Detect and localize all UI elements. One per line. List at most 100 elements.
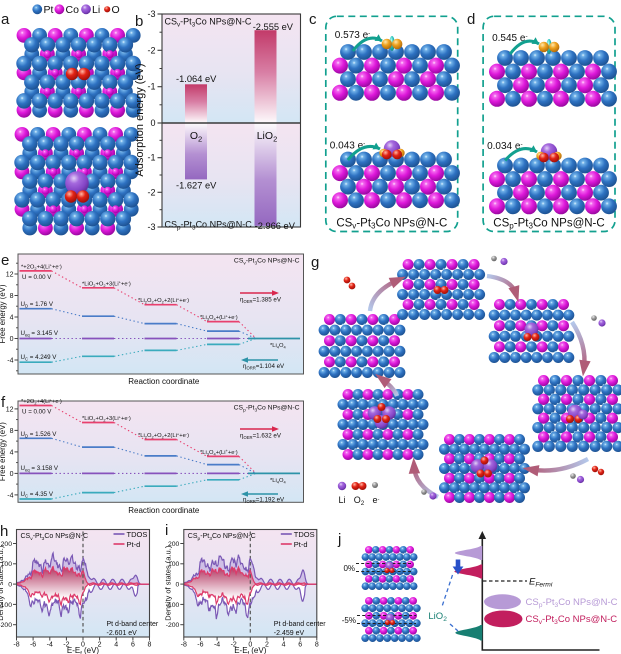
svg-text:4: 4 <box>282 641 286 648</box>
svg-text:12: 12 <box>6 406 14 413</box>
svg-text:Free energy (eV): Free energy (eV) <box>0 422 7 481</box>
svg-text:U = 0.00 V: U = 0.00 V <box>22 274 52 281</box>
svg-text:CSv​-Pt3Co NPs@N-C: CSv​-Pt3Co NPs@N-C <box>234 258 300 267</box>
svg-text:Co: Co <box>66 4 80 16</box>
svg-text:f: f <box>1 394 6 411</box>
svg-text:8: 8 <box>10 293 14 300</box>
svg-text:-100: -100 <box>0 602 12 609</box>
svg-text:0: 0 <box>150 118 155 128</box>
svg-text:0: 0 <box>8 582 12 589</box>
svg-text:-100: -100 <box>166 602 180 609</box>
svg-text:Ueq​ = 3.158 V: Ueq​ = 3.158 V <box>21 465 59 473</box>
svg-text:-8: -8 <box>181 641 187 648</box>
svg-text:CSp​-Pt3Co NPs@N-C: CSp​-Pt3Co NPs@N-C <box>234 405 300 414</box>
svg-text:Li: Li <box>338 495 345 505</box>
svg-text:Reaction coordinate: Reaction coordinate <box>128 506 200 515</box>
svg-text:*Li4​O4​: *Li4​O4​ <box>270 478 287 485</box>
svg-text:-4: -4 <box>214 641 220 648</box>
svg-text:h: h <box>0 523 8 540</box>
svg-text:Li: Li <box>92 4 100 16</box>
svg-text:Pt: Pt <box>44 4 54 16</box>
svg-text:ηOER​=1.385 eV: ηOER​=1.385 eV <box>240 297 282 305</box>
svg-text:-2: -2 <box>147 187 155 197</box>
svg-text:ηOER​=1.632 eV: ηOER​=1.632 eV <box>240 433 282 441</box>
svg-text:UC​ = 4.35 V: UC​ = 4.35 V <box>21 491 54 499</box>
svg-text:0: 0 <box>10 336 14 343</box>
svg-text:8: 8 <box>10 428 14 435</box>
svg-text:CSp​-Pt3Co NPs@N-C: CSp​-Pt3Co NPs@N-C <box>493 218 604 231</box>
svg-text:UD​ = 1.526 V: UD​ = 1.526 V <box>21 431 58 439</box>
svg-text:-2.459 eV: -2.459 eV <box>274 630 305 637</box>
svg-text:Ueq​ = 3.145 V: Ueq​ = 3.145 V <box>21 330 59 338</box>
svg-text:Adsorption energy (eV): Adsorption energy (eV) <box>134 63 146 176</box>
svg-text:LiO2: LiO2 <box>428 611 447 623</box>
svg-text:c: c <box>309 11 317 28</box>
svg-text:*LiO2​+O2​+3(Li+​+e-​): *LiO2​+O2​+3(Li+​+e-​) <box>82 414 131 422</box>
svg-text:E-Ef​ (eV): E-Ef​ (eV) <box>67 646 100 654</box>
svg-text:Density of states (a.u.): Density of states (a.u.) <box>0 545 5 621</box>
svg-text:0%: 0% <box>343 564 355 573</box>
svg-text:*Li3​O4​+(Li+​+e-​): *Li3​O4​+(Li+​+e-​) <box>200 448 238 456</box>
svg-text:2: 2 <box>98 641 102 648</box>
svg-text:*Li4​O4​: *Li4​O4​ <box>270 343 287 350</box>
svg-text:e: e <box>1 252 9 269</box>
svg-text:200: 200 <box>168 541 180 548</box>
svg-text:TDOS: TDOS <box>127 530 148 539</box>
svg-text:*Li3​O4​+(Li+​+e-​): *Li3​O4​+(Li+​+e-​) <box>200 313 238 321</box>
svg-text:E-Ef​ (eV): E-Ef​ (eV) <box>234 646 267 654</box>
svg-text:0: 0 <box>176 582 180 589</box>
svg-text:0.545 e-: 0.545 e- <box>492 33 528 44</box>
svg-text:4: 4 <box>10 314 14 321</box>
svg-text:-3: -3 <box>147 9 155 19</box>
svg-text:a: a <box>1 11 10 28</box>
svg-text:j: j <box>337 531 341 548</box>
svg-text:*+2O2​+4(Li+​+e-​): *+2O2​+4(Li+​+e-​) <box>21 397 62 405</box>
svg-text:CSv​-Pt3Co NPs@N-C: CSv​-Pt3Co NPs@N-C <box>336 218 447 231</box>
svg-text:Pt d-band center: Pt d-band center <box>274 621 326 628</box>
svg-text:100: 100 <box>1 561 13 568</box>
svg-text:-200: -200 <box>166 622 180 629</box>
svg-text:-2: -2 <box>63 641 69 648</box>
svg-text:EFermi: EFermi <box>529 577 553 589</box>
svg-text:O2: O2 <box>354 495 365 507</box>
svg-text:CSv​-Pt3Co NPs@N-C: CSv​-Pt3Co NPs@N-C <box>526 614 618 626</box>
svg-text:-1: -1 <box>147 153 155 163</box>
svg-text:U = 0.00 V: U = 0.00 V <box>22 409 52 416</box>
svg-text:Pt-d: Pt-d <box>294 540 308 549</box>
svg-text:i: i <box>165 522 168 539</box>
svg-text:100: 100 <box>168 561 180 568</box>
svg-text:4: 4 <box>114 641 118 648</box>
svg-text:CSv​-Pt3Co NPs@N-C: CSv​-Pt3Co NPs@N-C <box>21 533 89 542</box>
svg-text:ηORR​=1.104 eV: ηORR​=1.104 eV <box>243 363 285 371</box>
svg-text:UC​ = 4.249 V: UC​ = 4.249 V <box>21 354 58 362</box>
svg-text:0.573 e-: 0.573 e- <box>335 30 371 41</box>
svg-text:d: d <box>467 11 475 28</box>
svg-text:Reaction coordinate: Reaction coordinate <box>128 377 200 386</box>
svg-text:-8: -8 <box>13 641 19 648</box>
svg-text:8: 8 <box>315 641 319 648</box>
svg-text:CSv​-Pt3Co NPs@N-C: CSv​-Pt3Co NPs@N-C <box>165 17 252 29</box>
svg-text:-2.555 eV: -2.555 eV <box>253 22 294 32</box>
svg-text:-2: -2 <box>147 45 155 55</box>
svg-text:ηORR​=1.192 eV: ηORR​=1.192 eV <box>243 497 285 505</box>
svg-text:Density of states (a.u.): Density of states (a.u.) <box>163 545 172 621</box>
svg-text:6: 6 <box>131 641 135 648</box>
svg-text:CSp​-Pt3Co NPs@N-C: CSp​-Pt3Co NPs@N-C <box>526 597 618 609</box>
svg-text:-2: -2 <box>231 641 237 648</box>
svg-text:Free energy (eV): Free energy (eV) <box>0 284 7 343</box>
svg-text:0.034 e-: 0.034 e- <box>487 141 523 152</box>
svg-text:*Li2​O2​+O2​+2(Li+​+e-​): *Li2​O2​+O2​+2(Li+​+e-​) <box>138 431 189 439</box>
svg-text:6: 6 <box>298 641 302 648</box>
svg-text:0: 0 <box>10 471 14 478</box>
svg-text:-6: -6 <box>197 641 203 648</box>
svg-text:-2.966 eV: -2.966 eV <box>255 221 296 231</box>
svg-text:-3: -3 <box>147 222 155 232</box>
svg-text:12: 12 <box>6 271 14 278</box>
svg-text:g: g <box>311 254 319 271</box>
svg-text:0: 0 <box>81 641 85 648</box>
svg-text:UD​ = 1.76 V: UD​ = 1.76 V <box>21 301 54 309</box>
svg-text:CSp​-Pt3Co NPs@N-C: CSp​-Pt3Co NPs@N-C <box>188 533 256 542</box>
svg-text:-5%: -5% <box>342 616 356 625</box>
svg-text:-4: -4 <box>7 492 13 499</box>
svg-text:2: 2 <box>265 641 269 648</box>
